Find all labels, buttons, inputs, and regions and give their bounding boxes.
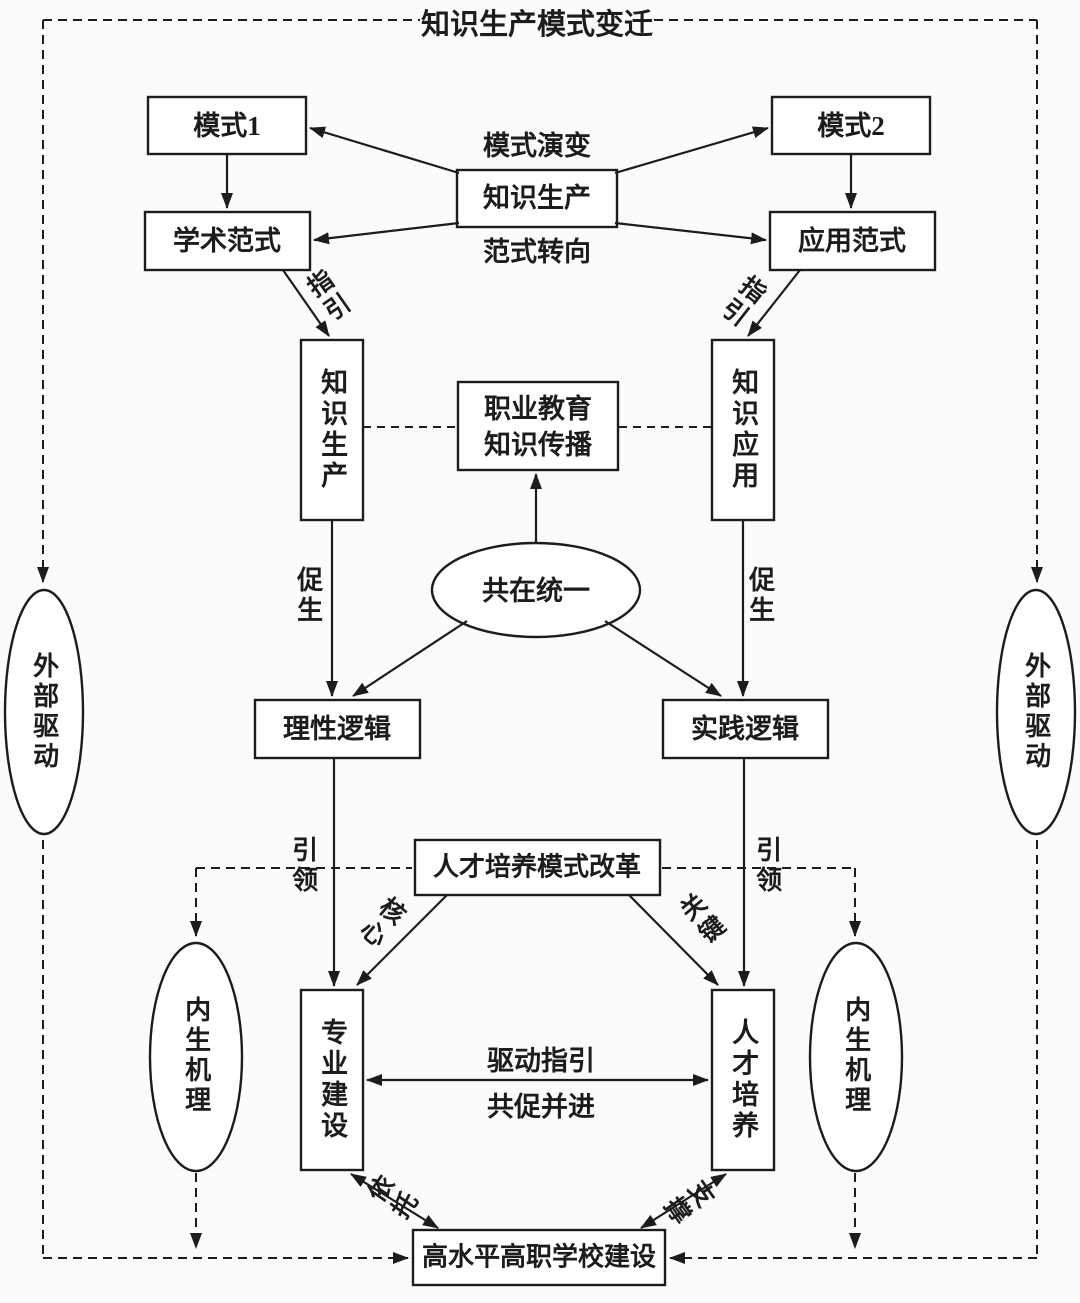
arrow-unity-to-rational: [352, 620, 468, 697]
arrow-reform-to-major: [356, 894, 448, 986]
arrow-school-major-double: [350, 1173, 439, 1229]
arrow-school-talent-double: [640, 1173, 727, 1229]
endogenous-right-label: 内生机理: [841, 996, 871, 1116]
arrow-applied-to-application: [747, 269, 801, 337]
talent-reform-label: 人才培养模式改革: [432, 852, 642, 882]
academic-paradigm-label: 学术范式: [173, 225, 281, 256]
mode1-box: [146, 95, 308, 156]
endogenous-right-ellipse: [808, 941, 904, 1173]
vocational-line2-label: 知识传播: [484, 429, 592, 460]
applied-paradigm-label: 应用范式: [798, 225, 906, 256]
co-promote-label: 共促并进: [487, 1091, 595, 1122]
major-construction-vertical-box: [299, 988, 365, 1172]
mode1-label: 模式1: [193, 110, 261, 141]
promote-left-label: 促生: [293, 566, 323, 626]
arrow-academic-to-production: [282, 269, 330, 337]
paradigm-shift-label: 范式转向: [483, 236, 591, 267]
arrow-unity-to-practice: [604, 620, 722, 697]
external-drive-right-label: 外部驱动: [1021, 652, 1051, 772]
knowledge-production-center-box: [455, 168, 619, 229]
school-construction-box: [411, 1228, 667, 1287]
rational-logic-box: [253, 698, 422, 760]
arrow-center-to-mode1: [309, 126, 460, 175]
endogenous-left-ellipse: [148, 941, 244, 1173]
academic-paradigm-box: [143, 210, 312, 272]
arrow-center-to-applied: [614, 221, 767, 245]
applied-paradigm-box: [768, 210, 937, 272]
school-construction-label: 高水平高职学校建设: [421, 1242, 657, 1272]
talent-reform-box: [413, 838, 662, 897]
mode-evolution-label: 模式演变: [483, 130, 591, 161]
talent-training-label: 人才培养: [728, 1018, 759, 1142]
diagram-title: 知识生产模式变迁: [420, 8, 654, 41]
endogenous-left-label: 内生机理: [181, 996, 211, 1116]
arrow-center-to-mode2: [614, 126, 769, 175]
vocational-line1-label: 职业教育: [484, 393, 592, 424]
major-construction-label: 专业建设: [317, 1018, 348, 1142]
lead-right-label: 引领: [752, 836, 782, 896]
lead-left-label: 引领: [288, 836, 318, 896]
arrow-center-to-academic: [313, 221, 460, 245]
knowledge-application-vertical-label: 知识应用: [728, 368, 759, 492]
mode2-label: 模式2: [817, 110, 885, 141]
external-drive-left-label: 外部驱动: [29, 652, 59, 772]
external-drive-left-ellipse: [3, 588, 85, 836]
external-drive-right-ellipse: [995, 588, 1077, 836]
knowledge-production-center-label: 知识生产: [483, 182, 591, 213]
drive-guide-label: 驱动指引: [487, 1045, 595, 1076]
arrow-reform-to-talent: [628, 894, 719, 986]
talent-training-vertical-box: [710, 988, 776, 1172]
vocational-education-box: [456, 380, 620, 472]
practice-logic-label: 实践逻辑: [691, 713, 799, 744]
rational-logic-label: 理性逻辑: [283, 713, 391, 744]
practice-logic-box: [661, 698, 830, 760]
knowledge-production-vertical-label: 知识生产: [317, 368, 348, 492]
promote-right-label: 促生: [745, 566, 775, 626]
coexist-unity-label: 共在统一: [482, 575, 590, 606]
mode2-box: [770, 95, 932, 156]
